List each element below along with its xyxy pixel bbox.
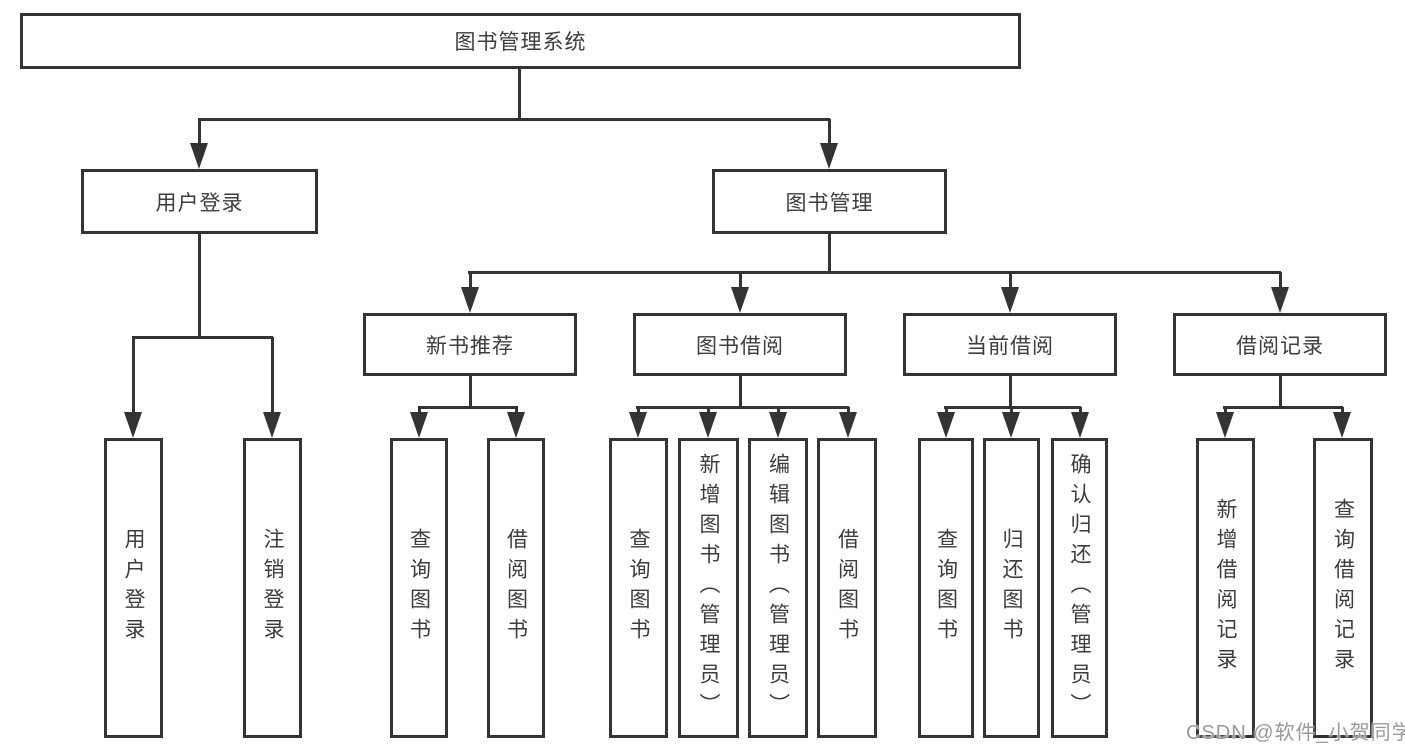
node-root-label: 图书管理系统 <box>454 31 587 54</box>
node-current-borrow: 当前借阅 <box>903 313 1117 376</box>
leaf-borrow-books-recommend: 借阅图书 <box>487 438 545 738</box>
node-current-borrow-label: 当前借阅 <box>966 334 1054 358</box>
node-new-book-recommend: 新书推荐 <box>363 313 577 376</box>
leaf-query-books-current-label: 查询图书 <box>934 528 958 648</box>
arrowhead-icon <box>410 412 428 438</box>
arrowhead-icon <box>820 143 838 169</box>
node-book-management: 图书管理 <box>712 169 947 234</box>
leaf-query-books-borrow-label: 查询图书 <box>627 528 650 648</box>
connector-line <box>1009 375 1012 408</box>
node-root: 图书管理系统 <box>20 13 1021 69</box>
leaf-edit-books-admin: 编辑图书（管理员） <box>748 438 808 738</box>
leaf-confirm-return-admin-label: 确认归还（管理员） <box>1068 453 1091 723</box>
connector-line <box>132 336 273 339</box>
leaf-add-borrow-record: 新增借阅记录 <box>1196 438 1255 738</box>
connector-line <box>1223 406 1343 409</box>
leaf-query-borrow-record-label: 查询借阅记录 <box>1331 498 1355 678</box>
leaf-borrow-books-label: 借阅图书 <box>835 528 859 648</box>
leaf-add-borrow-record-label: 新增借阅记录 <box>1214 498 1237 678</box>
connector-line <box>515 407 518 415</box>
leaf-borrow-books: 借阅图书 <box>817 438 877 738</box>
connector-line <box>198 118 830 121</box>
leaf-query-borrow-record: 查询借阅记录 <box>1313 438 1373 738</box>
leaf-user-login-label: 用户登录 <box>122 528 145 648</box>
connector-line <box>1079 407 1082 415</box>
arrowhead-icon <box>937 412 955 438</box>
leaf-logout: 注销登录 <box>243 438 302 738</box>
connector-line <box>469 272 472 289</box>
leaf-add-books-admin: 新增图书（管理员） <box>678 438 739 738</box>
connector-line <box>1009 272 1012 289</box>
connector-line <box>777 407 780 415</box>
arrowhead-icon <box>461 287 479 313</box>
arrowhead-icon <box>731 287 749 313</box>
connector-line <box>198 232 201 337</box>
connector-line <box>418 406 518 409</box>
arrowhead-icon <box>1002 412 1020 438</box>
leaf-user-login: 用户登录 <box>104 438 163 738</box>
connector-line <box>132 337 135 414</box>
connector-line <box>1279 375 1282 408</box>
leaf-return-books: 归还图书 <box>983 438 1040 738</box>
arrowhead-icon <box>1071 412 1089 438</box>
arrowhead-icon <box>190 143 208 169</box>
arrowhead-icon <box>263 412 281 438</box>
leaf-confirm-return-admin: 确认归还（管理员） <box>1051 438 1108 738</box>
arrowhead-icon <box>699 412 717 438</box>
connector-line <box>828 232 831 273</box>
leaf-add-books-admin-label: 新增图书（管理员） <box>697 453 720 723</box>
leaf-return-books-label: 归还图书 <box>1000 528 1023 648</box>
arrowhead-icon <box>629 412 647 438</box>
arrowhead-icon <box>839 412 857 438</box>
arrowhead-icon <box>124 412 142 438</box>
connector-line <box>271 337 274 414</box>
leaf-query-books-recommend-label: 查询图书 <box>407 528 431 648</box>
connector-line <box>518 68 521 120</box>
arrowhead-icon <box>507 412 525 438</box>
node-borrow-records: 借阅记录 <box>1173 313 1387 376</box>
leaf-logout-label: 注销登录 <box>261 528 284 648</box>
node-book-management-label: 图书管理 <box>785 191 874 215</box>
node-user-login-label: 用户登录 <box>155 191 244 215</box>
connector-line <box>847 407 850 415</box>
connector-line <box>945 407 948 415</box>
arrowhead-icon <box>1001 287 1019 313</box>
connector-line <box>739 272 742 289</box>
connector-line <box>469 375 472 408</box>
arrowhead-icon <box>1333 412 1351 438</box>
leaf-query-books-recommend: 查询图书 <box>390 438 448 738</box>
node-book-borrow-label: 图书借阅 <box>696 334 784 358</box>
connector-line <box>707 407 710 415</box>
node-new-book-recommend-label: 新书推荐 <box>426 334 514 358</box>
connector-line <box>739 375 742 408</box>
arrowhead-icon <box>1271 287 1289 313</box>
connector-line <box>1279 272 1282 289</box>
connector-line <box>418 407 421 415</box>
node-user-login: 用户登录 <box>81 169 318 234</box>
connector-line <box>1010 407 1013 415</box>
connector-line <box>636 406 849 409</box>
leaf-query-books-borrow: 查询图书 <box>609 438 668 738</box>
node-book-borrow: 图书借阅 <box>633 313 847 376</box>
connector-line <box>468 271 1281 274</box>
leaf-query-books-current: 查询图书 <box>918 438 974 738</box>
connector-line <box>1224 407 1227 415</box>
leaf-borrow-books-recommend-label: 借阅图书 <box>504 528 528 648</box>
csdn-watermark: CSDN @软件_小贺同学 <box>1186 722 1405 744</box>
node-borrow-records-label: 借阅记录 <box>1236 334 1324 358</box>
arrowhead-icon <box>769 412 787 438</box>
arrowhead-icon <box>1216 412 1234 438</box>
connector-line <box>198 119 201 145</box>
connector-line <box>1341 407 1344 415</box>
connector-line <box>828 119 831 145</box>
connector-line <box>637 407 640 415</box>
leaf-edit-books-admin-label: 编辑图书（管理员） <box>766 453 790 723</box>
